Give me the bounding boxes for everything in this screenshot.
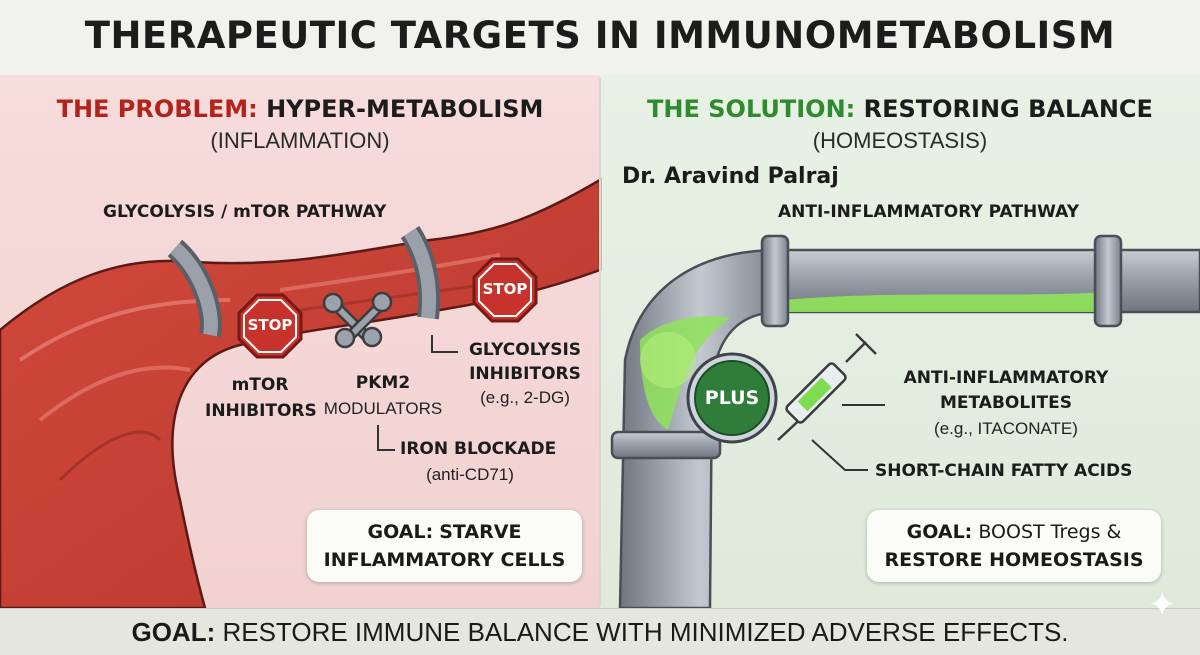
problem-goal-line2: INFLAMMATORY CELLS: [323, 549, 566, 571]
gly-line1: GLYCOLYSIS: [468, 340, 582, 360]
stop-sign-glycolysis: [472, 257, 538, 323]
pkm2-line1: PKM2: [355, 373, 411, 393]
solution-goal-prefix: GOAL:: [906, 521, 973, 543]
meta-line3: (e.g., ITACONATE): [934, 419, 1078, 438]
plus-badge: [686, 352, 778, 444]
problem-pathway-label: GLYCOLYSIS / mTOR PATHWAY: [103, 202, 387, 222]
problem-goal-line1: STARVE: [439, 521, 522, 543]
solution-heading: THE SOLUTION: RESTORING BALANCE: [600, 95, 1200, 123]
bottom-goal-prefix: GOAL:: [131, 617, 216, 647]
solution-subtitle: (HOMEOSTASIS): [812, 128, 988, 153]
title-bar: [0, 0, 1200, 75]
bottom-goal-text: RESTORE IMMUNE BALANCE WITH MINIMIZED AD…: [222, 617, 1069, 647]
solution-goal-box: GOAL: BOOST Tregs & RESTORE HOMEOSTASIS: [867, 510, 1161, 582]
author-credit: Dr. Aravind Palraj: [622, 164, 839, 189]
sparkle-icon: ✦: [1148, 586, 1177, 624]
solution-heading-main: RESTORING BALANCE: [863, 95, 1153, 123]
page-title: THERAPEUTIC TARGETS IN IMMUNOMETABOLISM: [84, 14, 1116, 57]
syringe-icon: [777, 333, 877, 441]
problem-heading-main: HYPER-METABOLISM: [266, 95, 544, 123]
stop-sign-mtor: [237, 293, 303, 359]
meta-line2: METABOLITES: [940, 393, 1072, 413]
meta-line1: ANTI-INFLAMMATORY: [903, 368, 1109, 388]
mtor-inhibitors-label: mTOR INHIBITORS: [205, 372, 317, 424]
solution-goal-line2: RESTORE HOMEOSTASIS: [884, 549, 1144, 571]
problem-heading: THE PROBLEM: HYPER-METABOLISM: [0, 95, 600, 123]
callout-lines-left: [377, 335, 458, 451]
iron-line2: (anti-CD71): [426, 465, 514, 484]
stop-label-mtor: STOP: [247, 316, 293, 334]
iron-blockade-label: IRON BLOCKADE (anti-CD71): [400, 436, 557, 488]
pkm2-line2: MODULATORS: [323, 399, 443, 418]
problem-subtitle: (INFLAMMATION): [210, 128, 390, 153]
glycolysis-inhibitors-label: GLYCOLYSIS INHIBITORS (e.g., 2-DG): [460, 338, 590, 410]
metabolites-label: ANTI-INFLAMMATORY METABOLITES (e.g., ITA…: [886, 366, 1126, 441]
plus-label: PLUS: [704, 387, 760, 409]
inflamed-pipe: [0, 177, 602, 610]
iron-line1: IRON BLOCKADE: [400, 439, 557, 459]
problem-heading-prefix: THE PROBLEM:: [56, 95, 258, 123]
scfa-label: SHORT-CHAIN FATTY ACIDS: [875, 461, 1133, 481]
pkm2-modulators-label: PKM2 MODULATORS: [318, 370, 448, 422]
bottom-goal-banner: GOAL: RESTORE IMMUNE BALANCE WITH MINIMI…: [0, 608, 1200, 655]
solution-pathway-label: ANTI-INFLAMMATORY PATHWAY: [778, 202, 1080, 222]
mtor-line2: INHIBITORS: [205, 401, 317, 421]
solution-heading-prefix: THE SOLUTION:: [647, 95, 856, 123]
problem-goal-prefix: GOAL:: [367, 521, 434, 543]
gly-line3: (e.g., 2-DG): [480, 388, 570, 407]
wrench-icon: [322, 291, 393, 349]
problem-goal-box: GOAL: STARVE INFLAMMATORY CELLS: [307, 510, 582, 582]
solution-goal-line1: BOOST Tregs &: [978, 521, 1122, 543]
callout-lines-right: [811, 404, 885, 471]
mtor-line1: mTOR: [231, 375, 289, 395]
stop-label-glycolysis: STOP: [482, 280, 528, 298]
gly-line2: INHIBITORS: [469, 364, 581, 384]
